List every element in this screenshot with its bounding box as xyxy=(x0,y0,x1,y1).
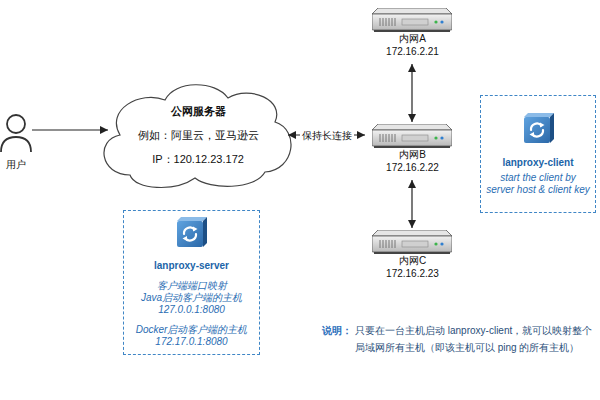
user-head xyxy=(7,115,25,133)
node-title: 用户 xyxy=(0,158,32,171)
node-title: lanproxy-server xyxy=(130,259,253,272)
connector-label: 保持长连接 xyxy=(300,129,354,142)
connector xyxy=(32,129,108,130)
connector xyxy=(411,64,412,122)
user-icon xyxy=(1,115,31,152)
server-node: 内网A172.16.2.21 xyxy=(365,6,460,64)
node-title: lanproxy-client xyxy=(485,156,591,169)
server-icon xyxy=(372,8,452,32)
app-icon xyxy=(177,217,207,247)
cloud-shape xyxy=(104,85,291,188)
user-body xyxy=(1,137,31,152)
node-text: 172.16.2.21 xyxy=(365,45,460,58)
node-text: 客户端端口映射 Java启动客户端的主机 127.0.0.1:8080 xyxy=(130,280,253,316)
node-text: 172.16.2.23 xyxy=(365,267,460,280)
node-text: 172.16.2.22 xyxy=(365,161,460,174)
server-node: 内网B172.16.2.22 xyxy=(365,122,460,180)
note-heading: 说明： xyxy=(322,322,356,339)
node-title: 内网A xyxy=(365,32,460,45)
client-panel: lanproxy-client start the client by serve… xyxy=(480,95,596,213)
node-title: 内网B xyxy=(365,148,460,161)
node-title: 内网C xyxy=(365,254,460,267)
note-text: 只要在一台主机启动 lanproxy-client，就可以映射整个局域网所有主机… xyxy=(355,322,598,356)
node-text: start the client by server host & client… xyxy=(485,172,591,196)
cloud-node: 公网服务器例如：阿里云，亚马逊云 IP：120.12.23.172 xyxy=(108,90,288,185)
app-icon xyxy=(524,113,554,143)
node-text: 例如：阿里云，亚马逊云 xyxy=(112,127,284,143)
node-text: Docker启动客户端的主机 172.17.0.1:8080 xyxy=(130,324,253,348)
server-icon xyxy=(372,230,452,254)
server-icon xyxy=(372,124,452,148)
user-node: 用户 xyxy=(0,112,32,178)
connector xyxy=(411,180,412,228)
server-panel: lanproxy-server 客户端端口映射 Java启动客户端的主机 127.… xyxy=(123,210,260,355)
node-text: IP：120.12.23.172 xyxy=(112,151,284,167)
node-title: 公网服务器 xyxy=(112,103,284,119)
server-node: 内网C172.16.2.23 xyxy=(365,228,460,286)
